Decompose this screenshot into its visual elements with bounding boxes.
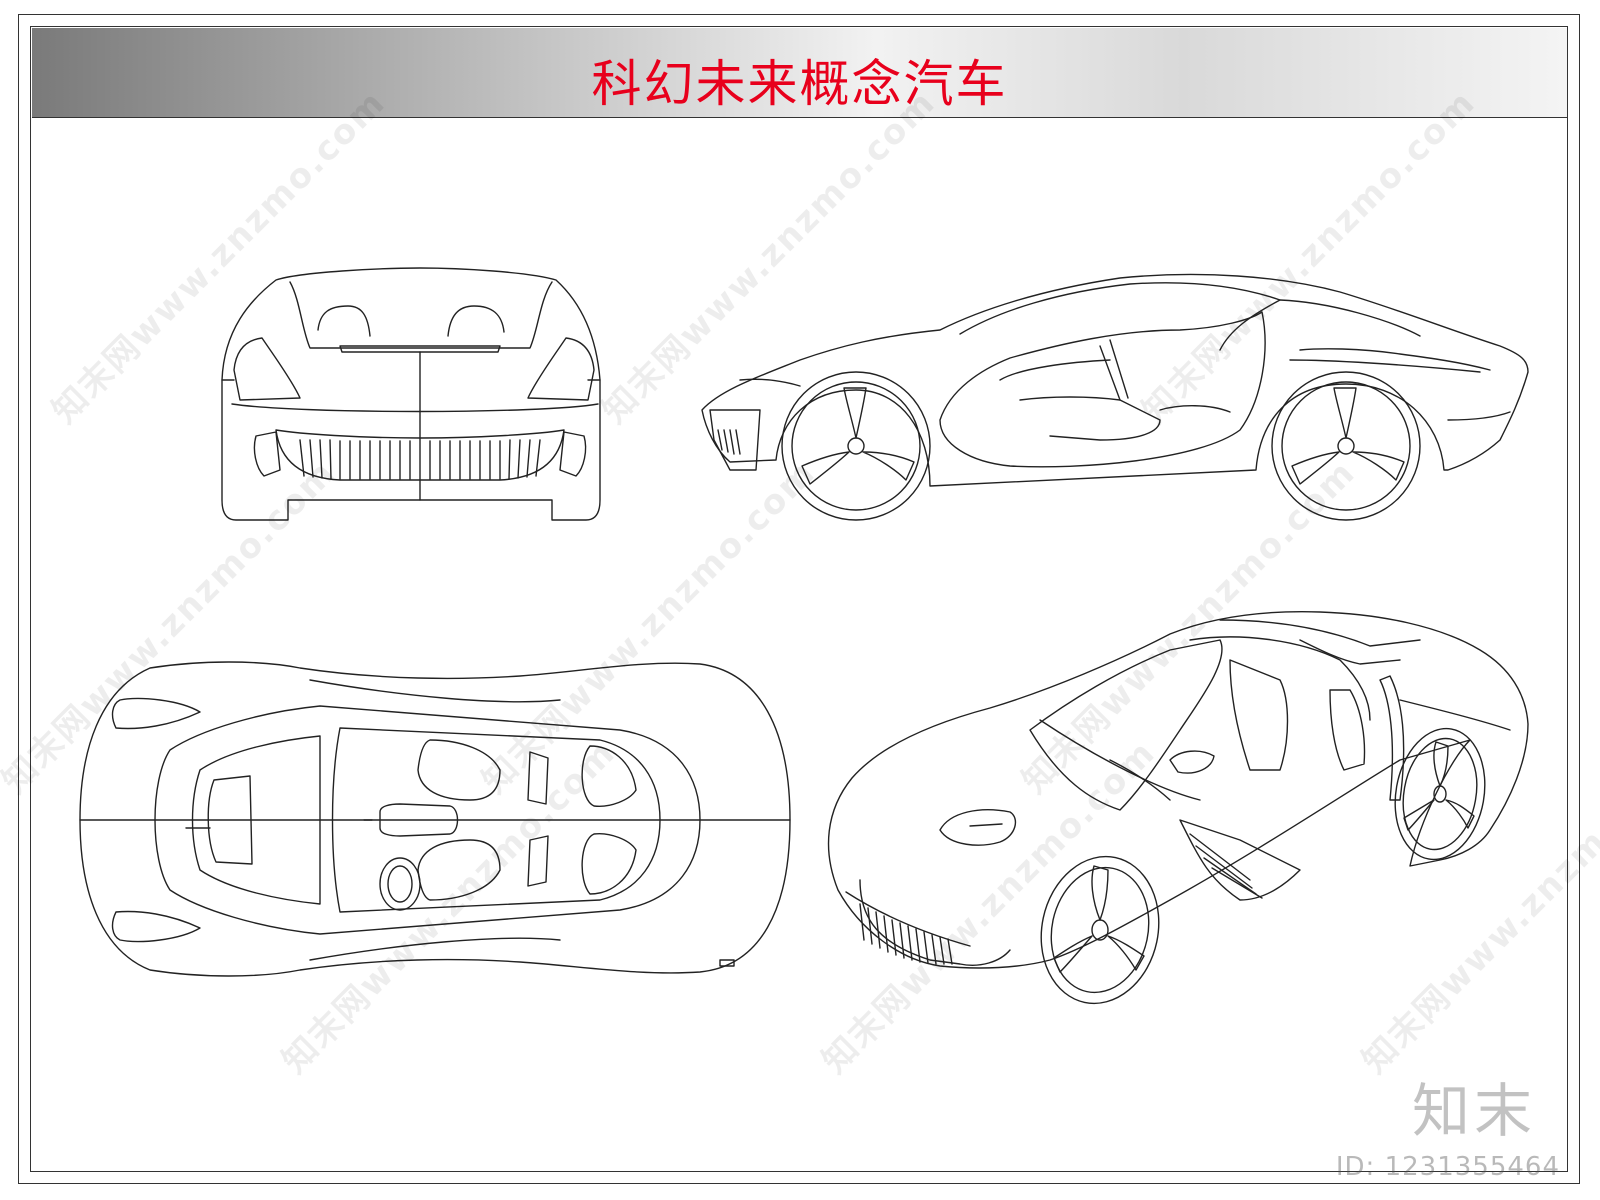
top-view — [79, 661, 791, 977]
outer-frame — [18, 14, 1580, 1184]
perspective-view — [827, 611, 1529, 1005]
side-view — [701, 273, 1529, 521]
perspective-sill-slats — [1189, 833, 1263, 899]
brand-logo: 知末 — [1411, 1077, 1536, 1145]
inner-frame — [30, 26, 1568, 1172]
perspective-front-wheel — [1040, 855, 1160, 1005]
page-title: 科幻未来概念汽车 — [591, 55, 1008, 113]
front-grille-slats — [299, 439, 541, 480]
image-id-label: ID: 1231355464 — [1335, 1152, 1560, 1182]
side-rear-wheel — [1271, 371, 1421, 521]
front-view — [221, 267, 601, 521]
perspective-grille-slats — [859, 903, 953, 965]
side-grille-slats — [717, 429, 741, 455]
side-front-wheel — [781, 371, 931, 521]
title-bar: 科幻未来概念汽车 — [32, 28, 1567, 118]
perspective-rear-wheel — [1394, 727, 1486, 861]
